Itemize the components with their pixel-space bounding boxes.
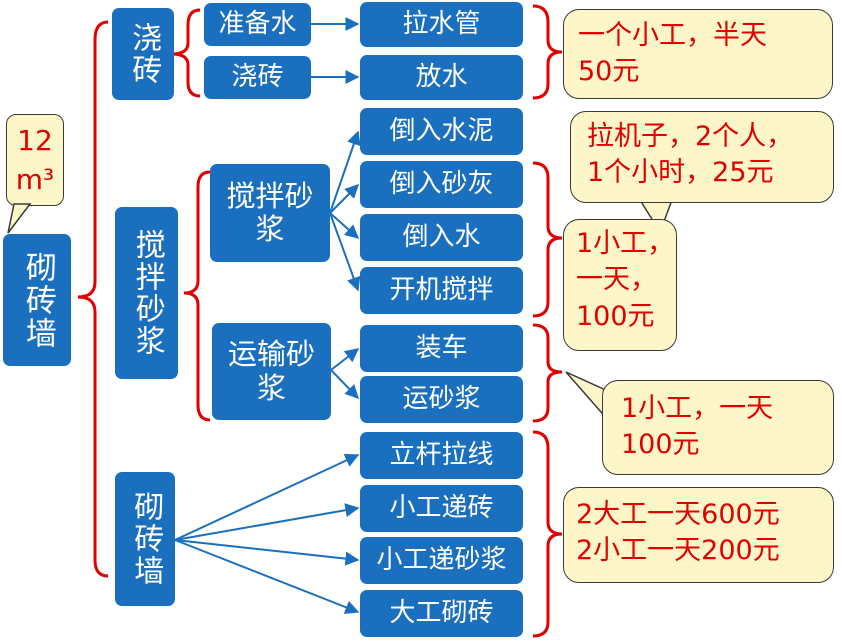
step-pour-brick[interactable]: 浇砖	[204, 56, 311, 99]
sub-stir-label: 搅拌砂浆	[226, 178, 314, 246]
step-label: 立杆拉线	[389, 439, 494, 470]
step-label: 小工递砂浆	[376, 544, 507, 575]
arrow-stir-mix	[329, 212, 361, 292]
arrow-stir-cement	[329, 130, 361, 214]
step-label: 小工递砖	[389, 492, 494, 523]
arrow-build-brick	[174, 503, 360, 541]
branch-water-label: 浇砖	[126, 22, 162, 86]
step-add-water[interactable]: 倒入水	[360, 214, 523, 261]
step-label: 倒入水	[402, 221, 481, 252]
step-pass-brick[interactable]: 小工递砖	[360, 485, 523, 532]
root-bracket	[77, 20, 109, 578]
callout-line: 拉机子，2个人，	[587, 121, 794, 152]
volume-number: 12	[17, 124, 53, 157]
mix-bracket	[183, 170, 211, 422]
step-lay-brick[interactable]: 大工砌砖	[360, 590, 523, 637]
sub-stir[interactable]: 搅拌砂浆	[210, 164, 330, 262]
cost-callout-water: 一个小工，半天 50元	[563, 9, 833, 99]
callout-line: 1小工，一天	[621, 393, 774, 424]
callout-line: 一个小工，半天	[578, 20, 767, 51]
root-node[interactable]: 砌砖墙	[3, 234, 71, 366]
root-label: 砌砖墙	[19, 250, 56, 350]
step-add-sand[interactable]: 倒入砂灰	[360, 161, 523, 208]
step-pull-pipe[interactable]: 拉水管	[360, 2, 523, 47]
step-label: 倒入砂灰	[389, 168, 494, 199]
step-label: 开机搅拌	[389, 274, 494, 305]
step-label: 准备水	[218, 8, 297, 39]
cost-callout-mix: 1小工， 一天， 100元	[563, 219, 677, 351]
arrow-trans-load	[330, 348, 360, 371]
step-prep-water[interactable]: 准备水	[204, 3, 311, 46]
step-load-cart[interactable]: 装车	[360, 325, 523, 372]
volume-unit: m³	[15, 163, 55, 197]
arrow-build-pole	[174, 453, 360, 541]
branch-build[interactable]: 砌砖墙	[115, 472, 175, 606]
water-bracket	[171, 8, 201, 98]
callout-line: 1个小时，25元	[587, 157, 774, 189]
step-label: 浇砖	[231, 61, 284, 92]
step-erect-pole[interactable]: 立杆拉线	[360, 432, 523, 479]
callout-line: 1小工，	[576, 228, 675, 259]
bracket-mix-steps	[532, 161, 563, 318]
bracket-build-steps	[532, 430, 563, 638]
arrow-trans-carry	[330, 369, 359, 400]
arrow-build-mortar	[174, 539, 360, 566]
callout-line: 2大工一天600元	[576, 499, 780, 530]
callout-line: 50元	[578, 56, 640, 88]
callout-line: 100元	[621, 429, 700, 461]
step-label: 大工砌砖	[389, 597, 494, 628]
step-add-cement[interactable]: 倒入水泥	[360, 108, 523, 155]
step-label: 倒入水泥	[389, 115, 494, 146]
arrow-stir-sand	[329, 184, 359, 214]
branch-water[interactable]: 浇砖	[112, 8, 174, 100]
step-release-water[interactable]: 放水	[360, 55, 523, 100]
step-label: 运砂浆	[402, 383, 481, 414]
step-pass-mortar[interactable]: 小工递砂浆	[360, 537, 523, 584]
sub-transport[interactable]: 运输砂浆	[212, 323, 331, 420]
callout-line: 100元	[576, 300, 655, 332]
bracket-transport-steps	[532, 323, 563, 423]
arrow-stir-water	[329, 212, 360, 239]
callout-line: 2小工一天200元	[576, 535, 780, 567]
step-carry-mortar[interactable]: 运砂浆	[360, 376, 523, 423]
branch-mix-label: 搅拌砂浆	[129, 229, 165, 357]
bracket-water-steps	[532, 4, 563, 100]
step-label: 放水	[415, 61, 468, 92]
branch-build-label: 砌砖墙	[128, 491, 164, 587]
branch-mix[interactable]: 搅拌砂浆	[115, 207, 178, 379]
cost-callout-transport: 1小工，一天 100元	[602, 380, 834, 475]
step-start-mixing[interactable]: 开机搅拌	[360, 267, 523, 314]
arrow-build-lay	[174, 539, 360, 614]
cost-callout-build: 2大工一天600元 2小工一天200元	[563, 487, 834, 583]
step-label: 拉水管	[402, 8, 481, 39]
volume-callout: 12 m³	[6, 114, 64, 206]
callout-line: 一天，	[576, 264, 657, 296]
cost-callout-machine: 拉机子，2个人， 1个小时，25元	[570, 111, 834, 203]
sub-transport-label: 运输砂浆	[228, 337, 316, 405]
step-label: 装车	[415, 332, 468, 363]
